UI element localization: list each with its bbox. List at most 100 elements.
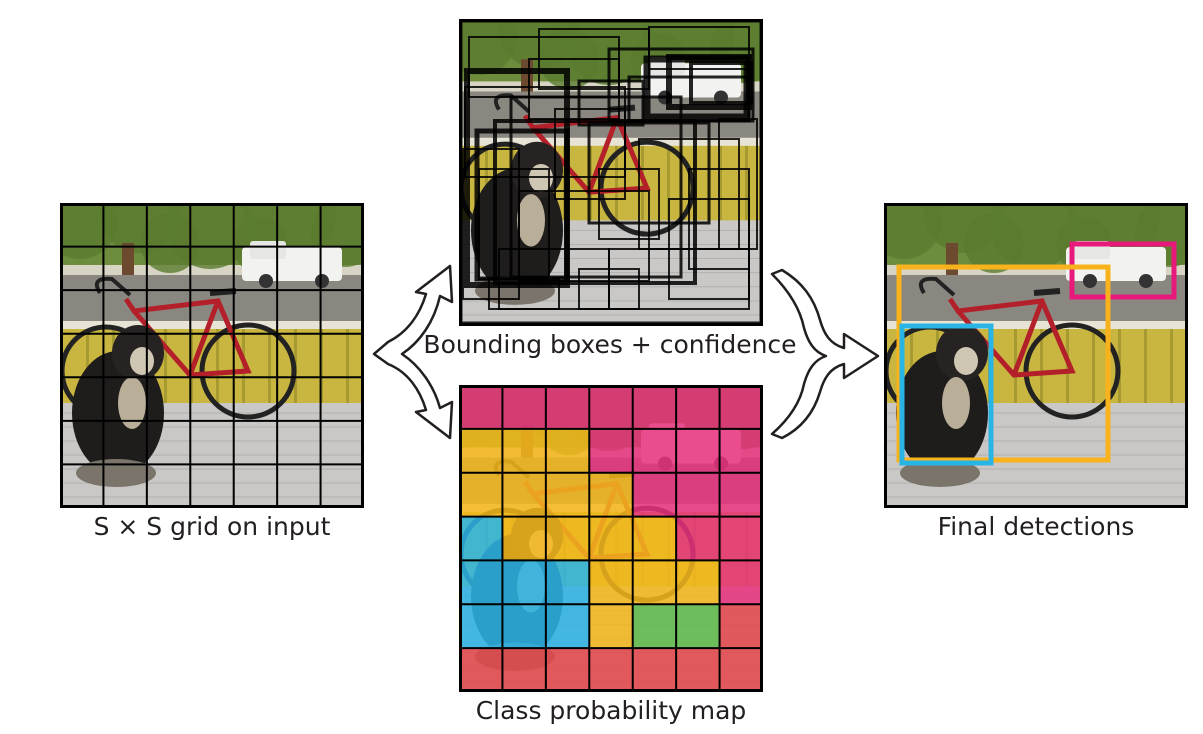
dog-chest <box>942 377 970 429</box>
fence-slat <box>745 141 748 223</box>
class-cell-pink <box>632 472 677 517</box>
car-detection-box <box>1069 241 1177 300</box>
class-cell-red <box>676 648 720 692</box>
class-probability-map <box>459 385 763 692</box>
bicycle-detection-box <box>896 264 1111 463</box>
class-cell-blue <box>545 604 590 649</box>
class-cell-blue <box>459 604 503 649</box>
dog-chest <box>118 377 146 429</box>
class-cell-red <box>459 648 503 692</box>
input-image <box>60 203 364 508</box>
fence-slat <box>268 325 271 405</box>
candidate-box <box>598 168 660 240</box>
class-cell-red <box>589 648 633 692</box>
dog-tail <box>76 459 156 487</box>
candidate-boxes <box>459 19 763 325</box>
bike-seat <box>209 288 237 296</box>
candidate-box <box>554 108 626 200</box>
class-cell-yellow <box>545 472 590 517</box>
fence-slat <box>485 141 488 223</box>
fence-slat <box>1040 325 1043 405</box>
class-cell-pink <box>676 472 720 517</box>
caption-bounding-boxes: Bounding boxes + confidence <box>423 330 797 359</box>
dog-muzzle <box>130 347 154 375</box>
class-cell-yellow <box>502 516 546 561</box>
fence-rail <box>884 321 1188 329</box>
tree-leaves <box>964 213 1024 273</box>
fence-slat <box>719 141 722 223</box>
class-cell-yellow <box>502 428 546 473</box>
class-cell-yellow <box>459 472 503 517</box>
truck-cab <box>250 241 286 259</box>
class-cell-yellow <box>589 604 633 649</box>
fence-slat <box>1170 325 1173 405</box>
candidate-box <box>528 58 620 120</box>
class-cell-pink <box>459 385 503 429</box>
panel-border <box>884 203 1188 508</box>
class-cell-yellow <box>545 516 590 561</box>
input-image-panel <box>60 203 364 508</box>
fence-slat <box>615 141 618 223</box>
class-cell-pink <box>719 560 763 605</box>
fence-slat <box>667 141 670 223</box>
bounding-boxes-panel <box>459 19 763 326</box>
panel-border <box>60 203 364 508</box>
class-cell-pink <box>719 385 763 429</box>
class-cell-yellow <box>459 428 503 473</box>
caption-grid-input: S × S grid on input <box>93 512 331 541</box>
candidate-box <box>689 61 753 105</box>
class-cell-red <box>719 604 763 649</box>
fence-slat <box>86 325 89 405</box>
class-cell-blue <box>502 560 546 605</box>
class-cell-pink <box>676 385 720 429</box>
grid-lines <box>459 385 763 692</box>
dog-chest <box>517 194 545 247</box>
split-arrow-icon <box>372 264 454 440</box>
tree-leaves <box>140 213 200 273</box>
candidate-box <box>488 278 560 310</box>
final-detections-panel <box>884 203 1188 508</box>
candidate-box <box>578 268 640 310</box>
class-cell-pink <box>719 472 763 517</box>
panel-border <box>459 385 763 692</box>
merge-arrow-icon <box>770 268 880 440</box>
final-detections-image <box>884 203 1188 508</box>
class-cell-pink <box>719 516 763 561</box>
class-cell-blue <box>502 604 546 649</box>
class-cell-pink <box>632 428 677 473</box>
probability-cells <box>459 385 763 692</box>
fence-slat <box>1144 325 1147 405</box>
class-cell-red <box>719 648 763 692</box>
class-cell-yellow <box>589 560 633 605</box>
dog-muzzle <box>529 163 553 193</box>
fence-rail <box>60 321 364 329</box>
bike-wheel <box>1023 322 1121 420</box>
class-cell-pink <box>589 385 633 429</box>
class-cell-yellow <box>676 560 720 605</box>
class-cell-pink <box>589 428 633 473</box>
class-cell-pink <box>719 428 763 473</box>
bike-seat <box>1033 288 1061 296</box>
class-cell-blue <box>545 560 590 605</box>
fence-slat <box>1092 325 1095 405</box>
bike-frame <box>586 116 620 194</box>
dog-body <box>72 351 164 475</box>
class-cell-pink <box>676 428 720 473</box>
truck-wheel <box>1083 274 1097 288</box>
bounding-boxes-image <box>459 19 763 326</box>
photo-scene <box>884 203 1188 508</box>
class-cell-blue <box>459 516 503 561</box>
fence-slat <box>346 325 349 405</box>
candidate-box <box>718 118 758 250</box>
class-cell-yellow <box>632 516 677 561</box>
caption-final-detections: Final detections <box>937 512 1135 541</box>
caption-class-probability: Class probability map <box>475 696 747 725</box>
truck-wheel <box>259 274 273 288</box>
class-cell-yellow <box>632 560 677 605</box>
candidate-box <box>493 119 697 285</box>
candidate-box <box>627 75 751 123</box>
dog-tail <box>900 459 980 487</box>
class-cell-red <box>502 648 546 692</box>
bike-handlebar <box>919 276 956 297</box>
